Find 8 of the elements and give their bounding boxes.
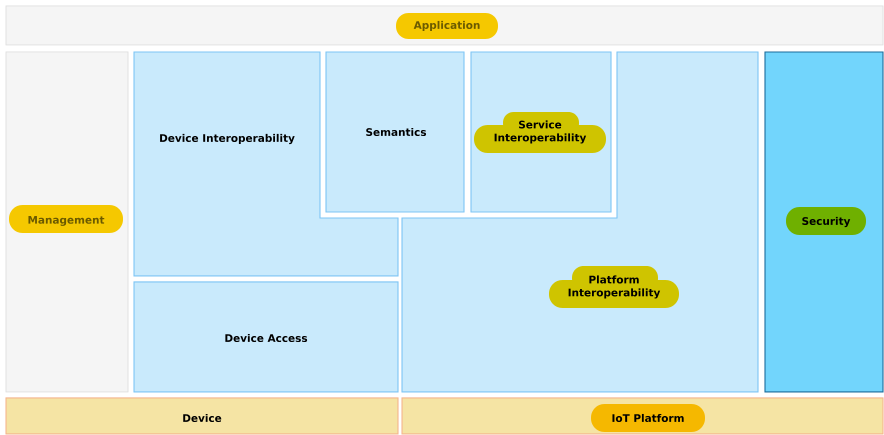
layer-band: Management [6,52,128,392]
module-box: Service Interoperability [470,51,612,213]
module-box: Device Access [133,281,399,393]
layer-band: Security [764,51,884,393]
layer-band: IoT Platform [401,397,884,435]
module-box: Semantics [325,51,465,213]
layer-band: Application [6,6,884,46]
layer-band: Device [5,397,399,435]
